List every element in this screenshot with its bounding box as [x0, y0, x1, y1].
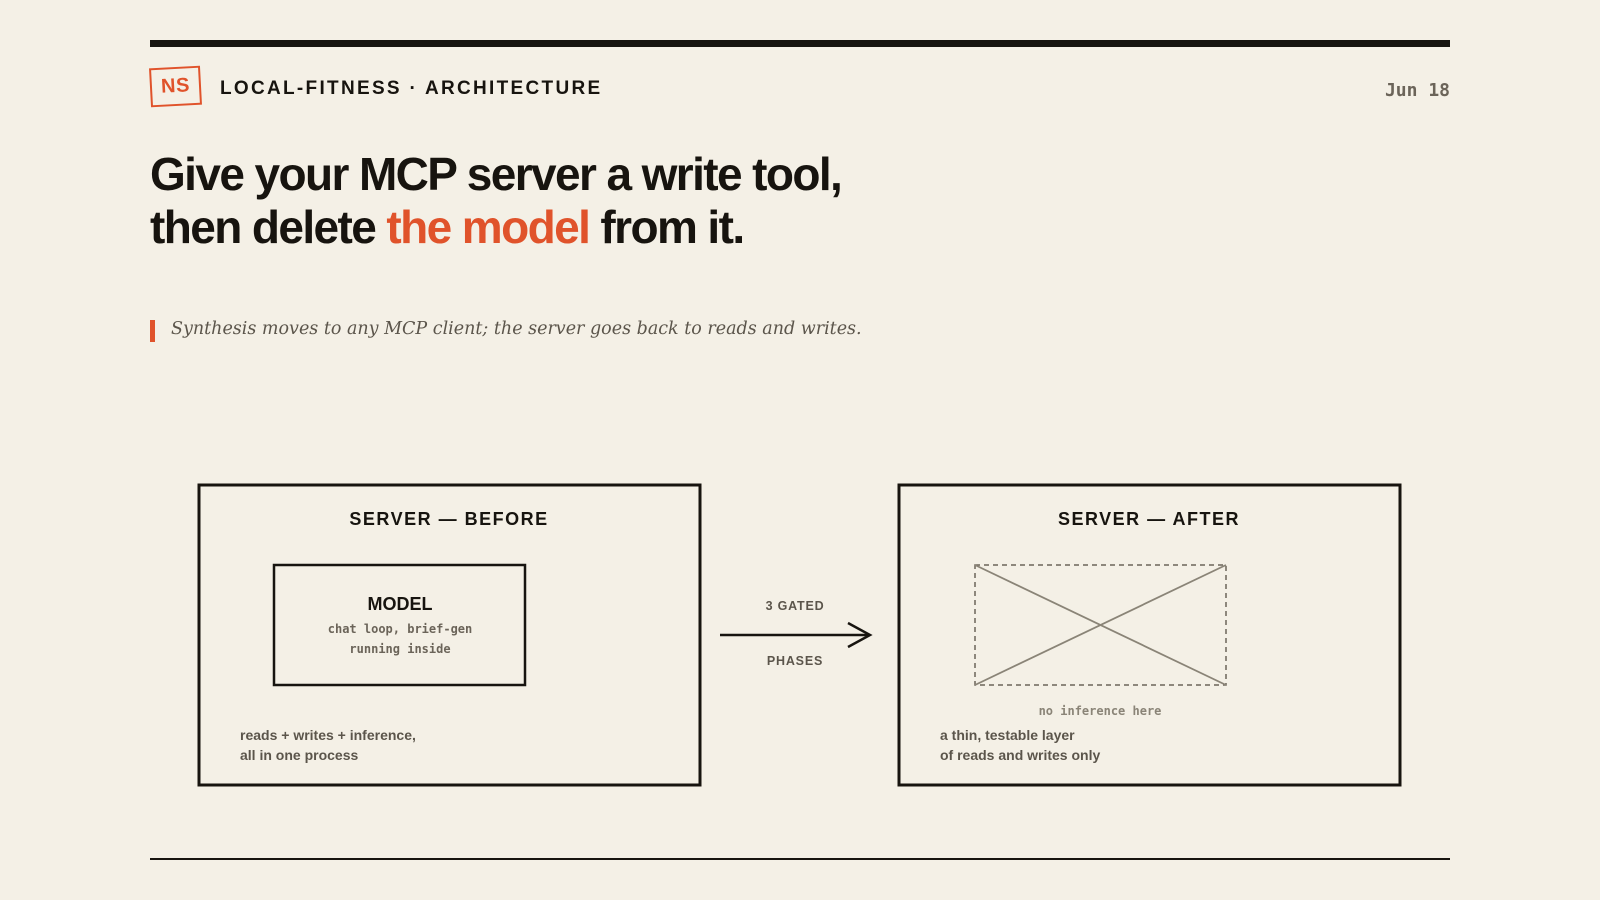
model-title: MODEL: [368, 594, 433, 614]
server-before-box: [197, 483, 702, 787]
headline-accent: the model: [386, 201, 590, 253]
server-after-box: [897, 483, 1402, 787]
subtitle: Synthesis moves to any MCP client; the s…: [171, 319, 862, 339]
arrow-head-icon: [847, 621, 873, 649]
model-desc-line2: running inside: [349, 642, 450, 656]
before-note-line1: reads + writes + inference,: [240, 727, 416, 743]
model-box: [272, 563, 527, 687]
after-note-line2: of reads and writes only: [940, 747, 1100, 763]
cross-line-2: [974, 564, 1227, 686]
headline-line1: Give your MCP server a write tool,: [150, 148, 843, 200]
removed-model-placeholder: [974, 564, 1227, 686]
date: Jun 18: [1384, 80, 1450, 101]
headline-line2-end: from it.: [589, 201, 745, 253]
model-desc-line1: chat loop, brief-gen: [328, 622, 473, 636]
headline: Give your MCP server a write tool, then …: [150, 148, 843, 254]
no-inference-label: no inference here: [1039, 704, 1162, 718]
headline-line2-start: then delete: [150, 201, 387, 253]
bottom-rule: [150, 858, 1450, 860]
arrow-bottom-label: PHASES: [767, 654, 823, 668]
server-after-title: SERVER — AFTER: [1058, 509, 1240, 529]
arrow-top-label: 3 GATED: [766, 599, 825, 613]
subtitle-accent-bar: [150, 320, 155, 342]
before-note-line2: all in one process: [240, 747, 358, 763]
kicker: LOCAL-FITNESS · ARCHITECTURE: [220, 78, 603, 99]
after-note-line1: a thin, testable layer: [940, 727, 1075, 743]
top-rule: [150, 40, 1450, 47]
server-before-title: SERVER — BEFORE: [349, 509, 548, 529]
